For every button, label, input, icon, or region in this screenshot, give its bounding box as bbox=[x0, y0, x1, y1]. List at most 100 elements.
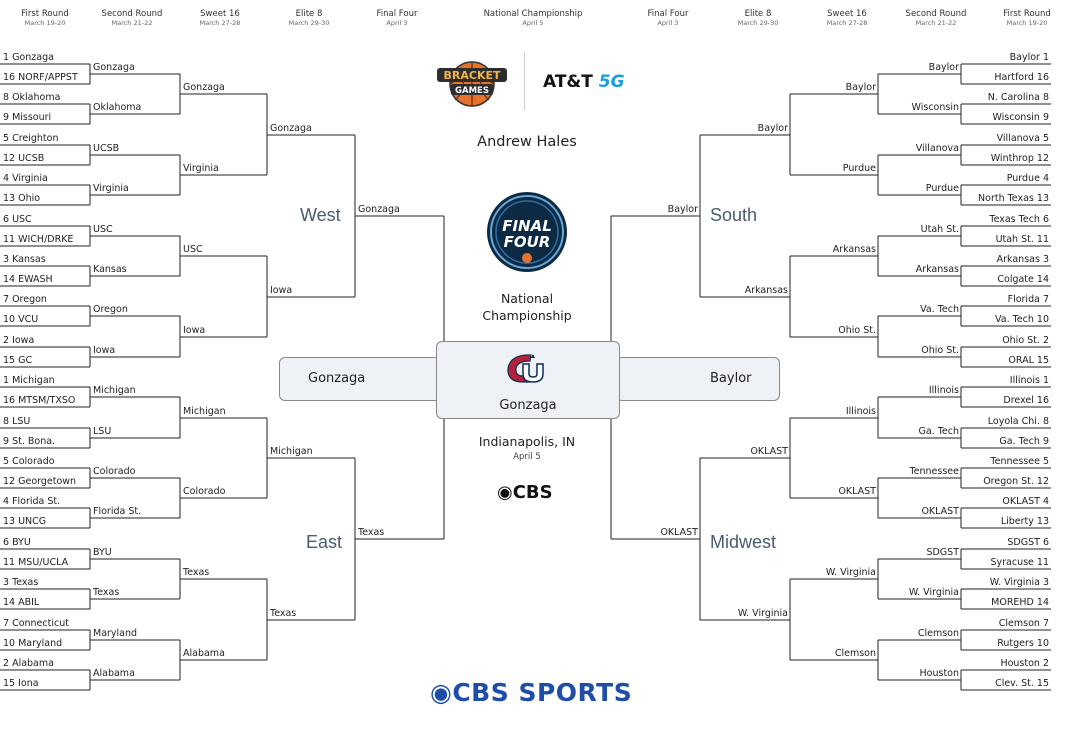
round-header-dates: April 5 bbox=[522, 19, 544, 27]
team-left-r4: Texas bbox=[270, 608, 297, 619]
team-left-r2: USC bbox=[93, 224, 113, 235]
round-header-dates: March 21-22 bbox=[915, 19, 957, 27]
team-left-r1: 1 Michigan bbox=[3, 375, 55, 386]
team-right-r5: Baylor bbox=[667, 204, 698, 215]
finalist-right-box: Baylor bbox=[616, 357, 780, 401]
team-right-r3: Arkansas bbox=[832, 244, 876, 255]
team-right-r1: Utah St. 11 bbox=[995, 234, 1049, 245]
team-left-r2: LSU bbox=[93, 426, 112, 437]
team-right-r1: Wisconsin 9 bbox=[992, 112, 1049, 123]
round-header-title: Elite 8 bbox=[295, 9, 323, 19]
round-header-dates: March 27-28 bbox=[826, 19, 868, 27]
team-right-r3: Purdue bbox=[842, 163, 876, 174]
team-right-r1: Oregon St. 12 bbox=[983, 476, 1049, 487]
cbs-eye-icon: ◉ bbox=[497, 482, 513, 503]
team-right-r3: Illinois bbox=[845, 406, 876, 417]
team-left-r1: 1 Gonzaga bbox=[3, 52, 54, 63]
team-left-r1: 12 UCSB bbox=[3, 153, 45, 164]
team-right-r1: Clev. St. 15 bbox=[995, 678, 1049, 689]
team-right-r2: Illinois bbox=[928, 385, 959, 396]
team-right-r1: Ohio St. 2 bbox=[1002, 335, 1049, 346]
region-label-west: West bbox=[300, 205, 341, 225]
location-label: Indianapolis, IN bbox=[478, 434, 576, 449]
team-right-r3: W. Virginia bbox=[825, 567, 876, 578]
team-right-r2: Clemson bbox=[917, 628, 959, 639]
team-left-r3: Texas bbox=[183, 567, 210, 578]
team-right-r1: Clemson 7 bbox=[998, 618, 1049, 629]
team-left-r2: Iowa bbox=[93, 345, 116, 356]
team-left-r3: Michigan bbox=[183, 406, 226, 417]
round-header-title: Final Four bbox=[376, 9, 418, 19]
team-left-r2: Michigan bbox=[93, 385, 136, 396]
team-left-r1: 16 NORF/APPST bbox=[3, 72, 78, 83]
team-right-r2: SDGST bbox=[926, 547, 959, 558]
svg-text:FINAL: FINAL bbox=[502, 217, 552, 235]
team-right-r3: Clemson bbox=[834, 648, 876, 659]
finalist-right: Baylor bbox=[710, 371, 752, 386]
team-left-r2: Florida St. bbox=[93, 506, 142, 517]
team-right-r2: Va. Tech bbox=[920, 304, 959, 315]
team-right-r3: Ohio St. bbox=[838, 325, 876, 336]
team-left-r1: 2 Iowa bbox=[3, 335, 35, 346]
team-left-r1: 8 LSU bbox=[3, 416, 31, 427]
team-left-r3: Colorado bbox=[183, 486, 226, 497]
team-right-r1: Va. Tech 10 bbox=[994, 314, 1049, 325]
region-label-east: East bbox=[306, 532, 343, 552]
team-left-r1: 11 MSU/UCLA bbox=[3, 557, 69, 568]
team-right-r1: OKLAST 4 bbox=[1002, 496, 1049, 507]
team-left-r1: 15 Iona bbox=[3, 678, 39, 689]
gonzaga-logo-icon bbox=[507, 354, 544, 383]
team-right-r1: N. Carolina 8 bbox=[987, 92, 1049, 103]
team-right-r4: OKLAST bbox=[750, 446, 788, 457]
team-right-r1: ORAL 15 bbox=[1008, 355, 1049, 366]
team-left-r1: 6 USC bbox=[3, 214, 32, 225]
round-header-title: Elite 8 bbox=[744, 9, 772, 19]
team-left-r1: 5 Colorado bbox=[3, 456, 55, 467]
champion-box: Gonzaga bbox=[436, 341, 620, 419]
team-right-r1: Liberty 13 bbox=[1000, 516, 1049, 527]
team-right-r2: Wisconsin bbox=[911, 102, 959, 113]
team-left-r2: Virginia bbox=[93, 183, 129, 194]
round-header-title: National Championship bbox=[483, 9, 583, 19]
team-right-r1: Purdue 4 bbox=[1006, 173, 1049, 184]
team-right-r1: North Texas 13 bbox=[978, 193, 1049, 204]
team-right-r1: W. Virginia 3 bbox=[989, 577, 1049, 588]
round-header-dates: March 21-22 bbox=[111, 19, 153, 27]
round-header-title: Second Round bbox=[101, 9, 163, 19]
cbs-logo: ◉CBS bbox=[497, 482, 553, 503]
team-right-r2: Ga. Tech bbox=[918, 426, 959, 437]
cbs-sports-logo: ◉CBS SPORTS bbox=[430, 678, 633, 707]
cbs-eye-icon: ◉ bbox=[430, 678, 453, 707]
finalist-left-box: Gonzaga bbox=[279, 357, 441, 401]
team-left-r2: Kansas bbox=[93, 264, 127, 275]
team-left-r4: Michigan bbox=[270, 446, 313, 457]
team-left-r1: 3 Kansas bbox=[3, 254, 46, 265]
team-left-r1: 12 Georgetown bbox=[3, 476, 77, 487]
bracket-logo-text: BRACKET bbox=[444, 69, 501, 82]
team-right-r1: Arkansas 3 bbox=[996, 254, 1049, 265]
team-left-r1: 10 VCU bbox=[3, 314, 39, 325]
team-right-r1: SDGST 6 bbox=[1007, 537, 1049, 548]
team-right-r4: Arkansas bbox=[744, 285, 788, 296]
team-left-r5: Texas bbox=[358, 527, 385, 538]
team-left-r1: 16 MTSM/TXSO bbox=[3, 395, 76, 406]
team-left-r2: Oregon bbox=[93, 304, 128, 315]
team-right-r2: OKLAST bbox=[921, 506, 959, 517]
team-right-r2: W. Virginia bbox=[908, 587, 959, 598]
team-left-r3: Iowa bbox=[183, 325, 206, 336]
team-right-r1: Rutgers 10 bbox=[997, 638, 1049, 649]
team-left-r1: 9 St. Bona. bbox=[3, 436, 56, 447]
round-header-title: First Round bbox=[21, 9, 69, 19]
team-left-r2: Texas bbox=[93, 587, 120, 598]
